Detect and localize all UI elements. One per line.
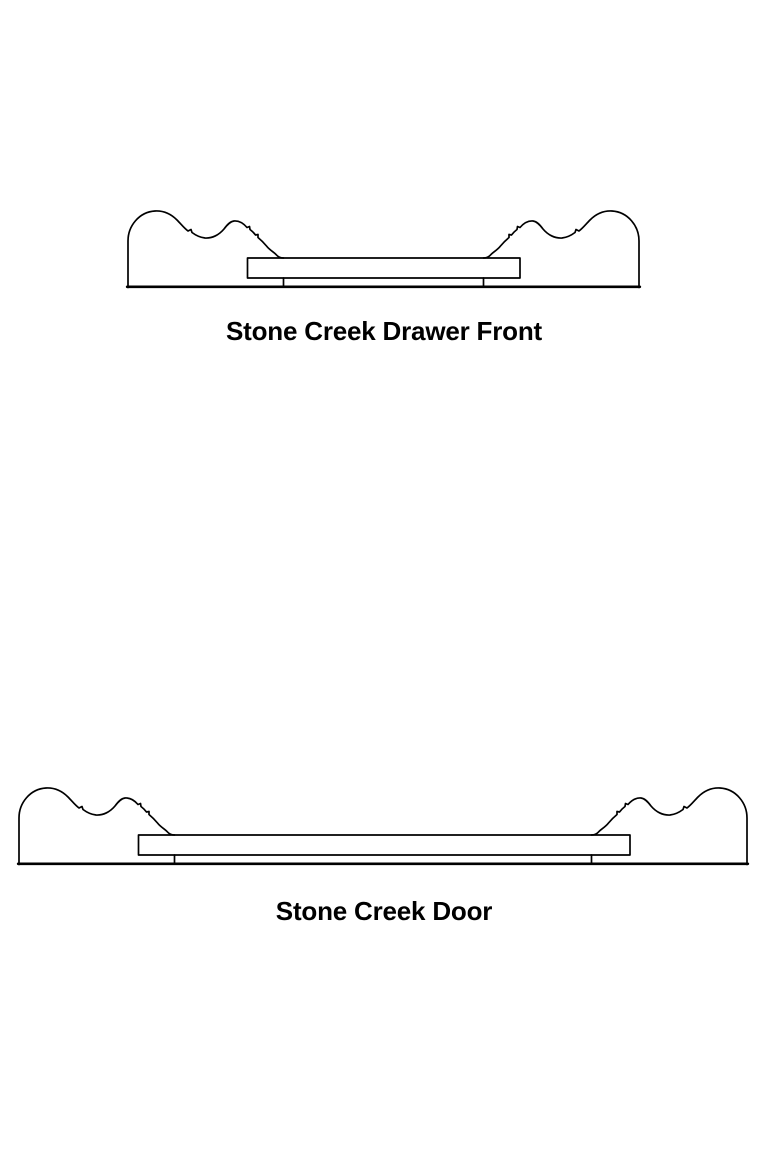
drawer-front-title: Stone Creek Drawer Front	[226, 316, 542, 346]
door-drawing	[16, 787, 750, 866]
drawer-front-drawing	[125, 210, 642, 289]
drawer-front-left-edge-profile	[127, 210, 285, 289]
door-center-panel	[137, 834, 631, 856]
drawer-front-right-edge-profile	[482, 210, 640, 289]
door-right-edge-profile	[590, 787, 748, 866]
door-left-edge-profile	[18, 787, 176, 866]
door-title: Stone Creek Door	[275, 896, 493, 926]
drawer-front-center-panel	[246, 257, 521, 279]
line-art	[16, 210, 750, 866]
